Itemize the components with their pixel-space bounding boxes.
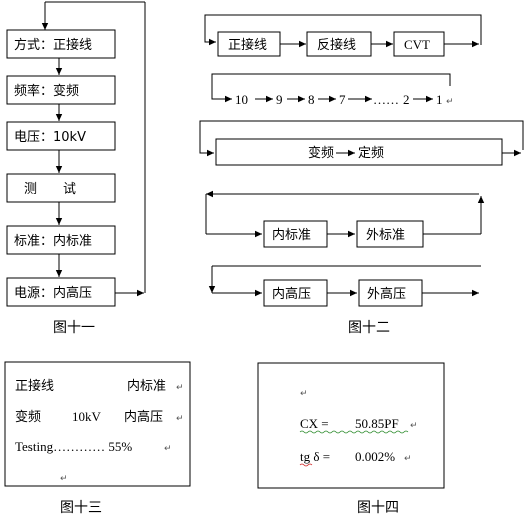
row1-text-reverse: 反接线 [317,37,356,53]
figure-11-flowchart: 方式：正接线 频率：变频 电压：10kV 测 试 标准：内标准 电源：内高压 图… [6,1,146,336]
fig13-line1-right: 内标准 [127,378,166,394]
fig14-line0-para-mark: ↵ [300,389,308,399]
figure-12-caption: 图十二 [348,320,390,336]
fig14-tg-value: 0.002% [355,449,395,464]
row3-text-left: 变频 [308,145,334,161]
row3-loop-line [199,120,524,157]
step-mode-box [6,29,116,59]
row3-box [215,138,503,166]
row2-num-2: 2 [403,92,410,107]
step-mode-text: 方式：正接线 [14,37,92,53]
figure-12-diagram: 正接线 反接线 CVT 10 9 8 7 …… 2 1 ↵ 变频 定频 [199,14,524,336]
step-standard-box [6,225,116,255]
row4-text-internal: 内标准 [272,227,311,243]
row2-loop-line [211,73,451,103]
row2-num-10: 10 [235,92,248,107]
row1-box-positive [217,31,281,57]
figure-13-screen: 正接线 内标准 ↵ 变频 10kV 内高压 ↵ Testing………… 55% … [4,361,191,516]
fig14-line2-para-mark: ↵ [404,454,412,464]
row1-box-cvt [393,31,445,57]
row2-num-8: 8 [308,92,315,107]
fig13-line2-para-mark: ↵ [176,414,184,424]
row1-loop-line [204,14,482,46]
row4-box-internal [263,220,328,248]
row2-para-mark: ↵ [446,97,454,107]
row4-box-external [356,220,424,248]
step-voltage-box [6,121,116,151]
row3-text-right: 定频 [358,146,384,161]
step-power-box [6,277,116,307]
step-test-box [6,173,116,203]
row2-num-1: 1 [436,92,443,107]
step-standard-text: 标准：内标准 [14,233,92,249]
row4-text-external: 外标准 [366,228,405,243]
fig14-tg-label: tg δ = [300,449,330,464]
fig13-line2-a: 变频 [15,409,41,425]
figure-14-caption: 图十四 [357,500,399,516]
row5-text-external: 外高压 [367,286,406,302]
fig13-line1-left: 正接线 [15,378,54,394]
step-test-text: 测 试 [24,182,76,197]
row1-text-cvt: CVT [404,37,430,52]
step-voltage-text: 电压：10kV [14,130,86,145]
row1-text-positive: 正接线 [228,37,267,53]
row5-box-internal [263,279,328,307]
fig14-line1-para-mark: ↵ [410,421,418,431]
fig13-line3-para-mark: ↵ [164,444,172,454]
step-frequency-box [6,75,116,105]
figure-11-caption: 图十一 [53,320,95,336]
step-power-text: 电源：内高压 [14,285,92,301]
fig14-cx-label: CX = [300,416,329,431]
fig13-line2-c: 内高压 [124,409,163,425]
figure-14-screen: ↵ CX = 50.85PF ↵ tg δ = 0.002% ↵ 图十四 [257,362,445,516]
row5-text-internal: 内高压 [272,286,311,302]
step-frequency-text: 频率：变频 [14,83,79,99]
figure-13-box [4,361,191,487]
fig13-line4-para-mark: ↵ [60,474,68,484]
fig13-line2-b: 10kV [72,409,102,424]
fig13-line3: Testing………… 55% [15,439,132,454]
fig14-cx-grammar-underline [299,430,409,434]
row2-num-9: 9 [276,92,283,107]
fig13-line1-para-mark: ↵ [176,383,184,393]
row2-num-7: 7 [339,92,346,107]
fig14-cx-value: 50.85PF [355,416,399,431]
figure-14-box [257,362,445,489]
figure-13-caption: 图十三 [60,500,102,516]
row2-ellipsis: …… [373,92,399,107]
fig14-tg-spell-underline [299,463,313,467]
